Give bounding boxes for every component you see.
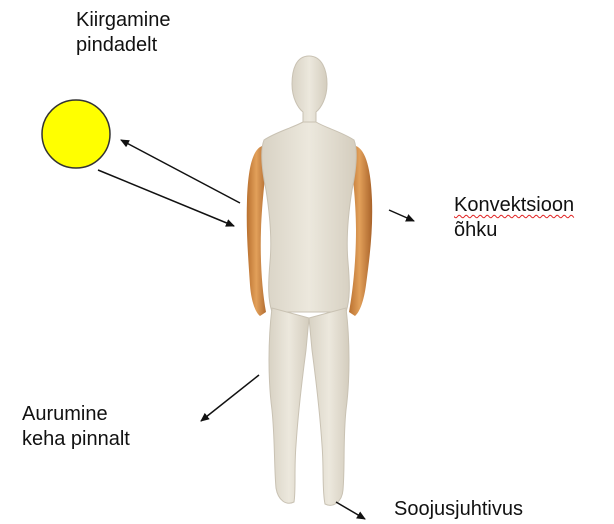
evaporation-label-line1: Aurumine	[22, 402, 130, 427]
mannequin-left-leg	[269, 308, 309, 503]
conduction-label-line1: Soojusjuhtivus	[394, 497, 523, 522]
convection-label: Konvektsioon õhku	[454, 193, 574, 243]
mannequin-torso	[262, 122, 356, 312]
radiation-label: Kiirgamine pindadelt	[76, 8, 170, 58]
radiation-out-arrow	[121, 140, 240, 203]
sun-icon	[42, 100, 110, 168]
radiation-label-line2: pindadelt	[76, 33, 170, 58]
evaporation-arrow	[201, 375, 259, 421]
evaporation-label-line2: keha pinnalt	[22, 427, 130, 452]
conduction-arrow	[336, 502, 365, 519]
convection-label-line2: õhku	[454, 218, 574, 243]
radiation-label-line1: Kiirgamine	[76, 8, 170, 33]
mannequin-head	[292, 56, 327, 124]
radiation-in-arrow	[98, 170, 234, 226]
mannequin-right-leg	[309, 308, 349, 505]
conduction-label: Soojusjuhtivus	[394, 497, 523, 522]
mannequin-figure	[247, 56, 372, 505]
convection-label-line1: Konvektsioon	[454, 193, 574, 218]
convection-arrow	[389, 210, 414, 221]
evaporation-label: Aurumine keha pinnalt	[22, 402, 130, 452]
